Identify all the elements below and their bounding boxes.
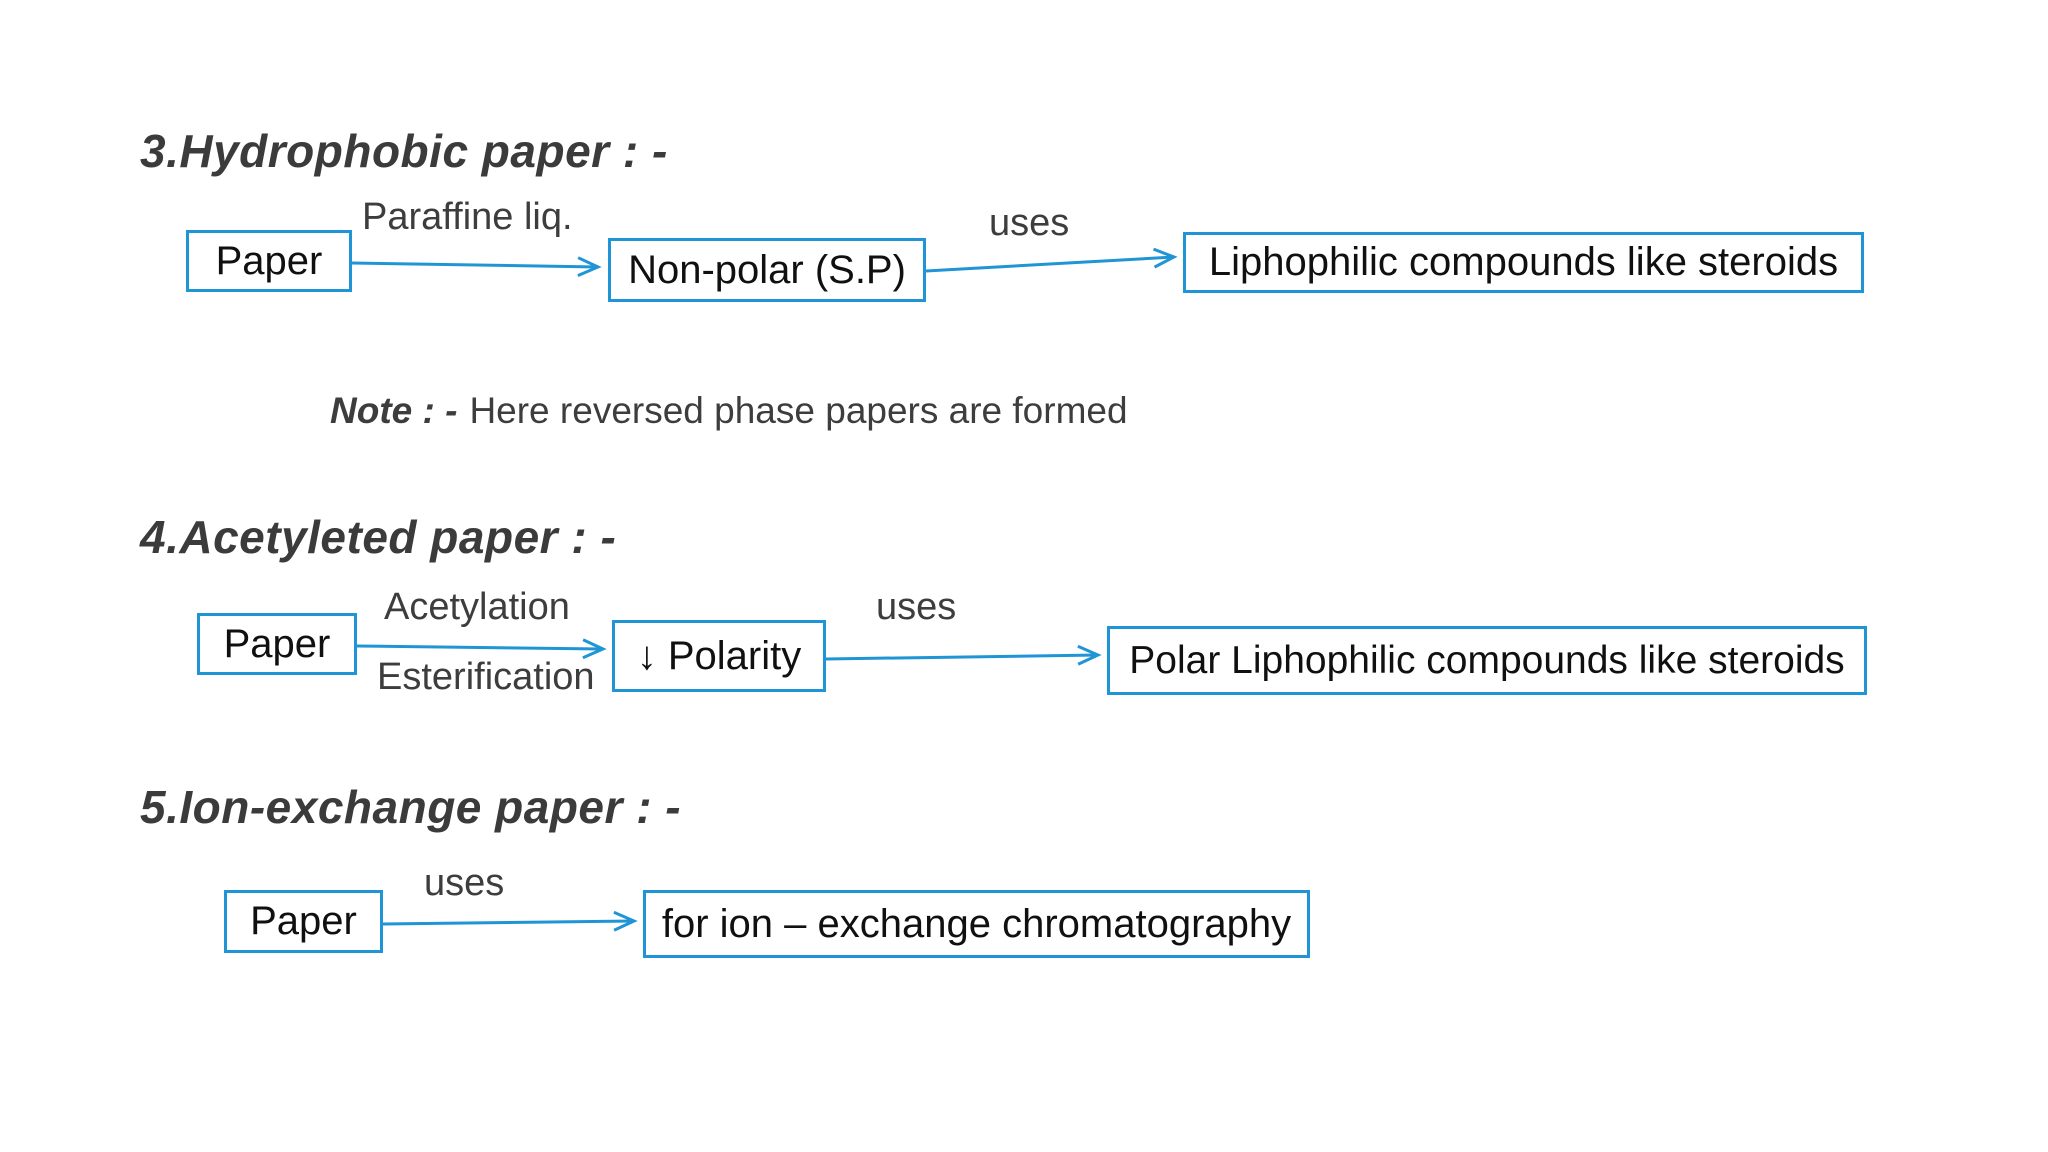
flow-node-label: Paper	[223, 621, 331, 666]
flow-node-nonpolar: Non-polar (S.P)	[608, 238, 926, 302]
flow-node-label: Liphophilic compounds like steroids	[1208, 240, 1839, 284]
flow-node-polarity: ↓ Polarity	[612, 620, 826, 692]
arrow-label-esterification: Esterification	[377, 656, 595, 698]
arrow-label-uses-2: uses	[876, 586, 957, 628]
arrow-polarity-to-polar-liphophilic	[825, 644, 1102, 666]
flow-node-polar-liphophilic: Polar Liphophilic compounds like steroid…	[1107, 626, 1867, 695]
note-prefix: Note : -	[330, 390, 458, 431]
flow-node-label: for ion – exchange chromatography	[661, 901, 1292, 946]
arrow-nonpolar-to-liphophilic	[925, 247, 1178, 273]
flow-node-paper-1: Paper	[186, 230, 352, 292]
flow-node-liphophilic: Liphophilic compounds like steroids	[1183, 232, 1864, 293]
arrow-paper-to-nonpolar	[351, 256, 602, 278]
section-heading-ion-exchange: 5.Ion-exchange paper : -	[140, 781, 682, 833]
flow-node-paper-2: Paper	[197, 613, 357, 675]
flow-node-label: Paper	[215, 238, 323, 283]
flow-node-label: ↓ Polarity	[636, 633, 802, 678]
flow-node-label: Non-polar (S.P)	[628, 247, 906, 292]
note-text: Here reversed phase papers are formed	[469, 390, 1128, 431]
arrow-paper-to-polarity	[356, 638, 607, 660]
flow-node-paper-3: Paper	[224, 890, 383, 953]
section-heading-acetyleted: 4.Acetyleted paper : -	[140, 511, 617, 563]
note-line: Note : - Here reversed phase papers are f…	[330, 390, 1128, 432]
arrow-label-uses-1: uses	[989, 202, 1070, 244]
arrow-label-paraffine: Paraffine liq.	[362, 196, 573, 238]
arrow-label-acetylation: Acetylation	[384, 586, 570, 628]
section-heading-hydrophobic: 3.Hydrophobic paper : -	[140, 125, 668, 177]
flow-node-label: Paper	[250, 899, 357, 943]
flow-node-label: Polar Liphophilic compounds like steroid…	[1129, 638, 1845, 682]
arrow-paper-to-ion-exchange	[382, 910, 638, 932]
flow-node-ion-exchange: for ion – exchange chromatography	[643, 890, 1310, 958]
arrow-label-uses-3: uses	[424, 862, 505, 904]
